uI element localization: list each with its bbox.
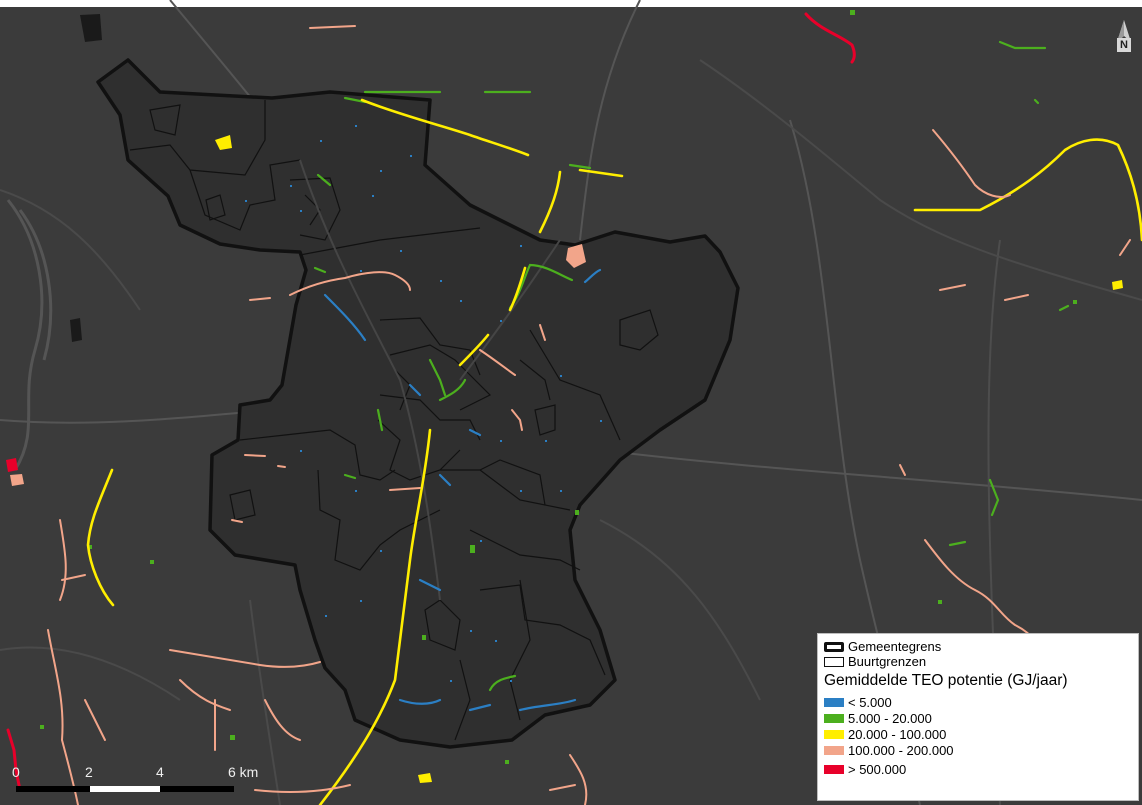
scale-label-2: 2 xyxy=(85,764,93,780)
legend-title: Gemiddelde TEO potentie (GJ/jaar) xyxy=(824,672,1068,689)
teo-class-20000-100000 xyxy=(86,98,1142,805)
legend-class-4-label: 100.000 - 200.000 xyxy=(848,742,954,758)
legend-class-2-label: 5.000 - 20.000 xyxy=(848,710,932,726)
legend-class-2: 5.000 - 20.000 xyxy=(824,710,1132,726)
north-arrow-icon xyxy=(1117,20,1131,42)
map-legend: Gemeentegrens Buurtgrenzen Gemiddelde TE… xyxy=(817,633,1139,801)
legend-swatch-1 xyxy=(824,697,844,707)
neighbourhood-boundaries xyxy=(129,100,659,741)
red-patches xyxy=(6,458,18,472)
scale-bar-segment-1 xyxy=(16,786,90,792)
legend-neighbourhood-boundary: Buurtgrenzen xyxy=(824,654,1132,669)
river xyxy=(6,199,53,471)
legend-class-1: < 5.000 xyxy=(824,694,1132,710)
legend-swatch-2 xyxy=(824,713,844,723)
scale-label-0: 0 xyxy=(12,764,20,780)
municipal-boundary-symbol xyxy=(824,641,844,652)
north-arrow-letter: N xyxy=(1117,38,1131,52)
legend-municipal-boundary-label: Gemeentegrens xyxy=(848,639,942,654)
legend-class-3: 20.000 - 100.000 xyxy=(824,726,1132,742)
teo-class-lt5000 xyxy=(323,268,602,712)
legend-municipal-boundary: Gemeentegrens xyxy=(824,639,1132,654)
scale-bar-segment-3 xyxy=(160,786,234,792)
green-patches xyxy=(40,10,1077,764)
teo-class-gt500000 xyxy=(6,12,856,792)
legend-class-1-label: < 5.000 xyxy=(848,694,892,710)
scale-label-4: 4 xyxy=(156,764,164,780)
teo-class-100000-200000 xyxy=(47,25,1131,805)
map-frame-top xyxy=(0,0,1142,7)
scale-bar-segment-2 xyxy=(90,786,160,792)
legend-class-3-label: 20.000 - 100.000 xyxy=(848,726,947,742)
internal-roads xyxy=(299,159,561,601)
neighbourhood-boundary-symbol xyxy=(824,656,844,667)
legend-class-4: 100.000 - 200.000 xyxy=(824,742,1132,758)
legend-class-5: > 500.000 xyxy=(824,761,1132,777)
legend-swatch-3 xyxy=(824,729,844,739)
legend-swatch-5 xyxy=(824,764,844,774)
scale-label-6km: 6 km xyxy=(228,764,259,780)
yellow-patches xyxy=(215,135,1123,783)
legend-swatch-4 xyxy=(824,745,844,755)
salmon-patches xyxy=(10,244,586,486)
legend-neighbourhood-boundary-label: Buurtgrenzen xyxy=(848,654,927,669)
legend-class-5-label: > 500.000 xyxy=(848,761,907,777)
blue-dots xyxy=(245,125,602,682)
